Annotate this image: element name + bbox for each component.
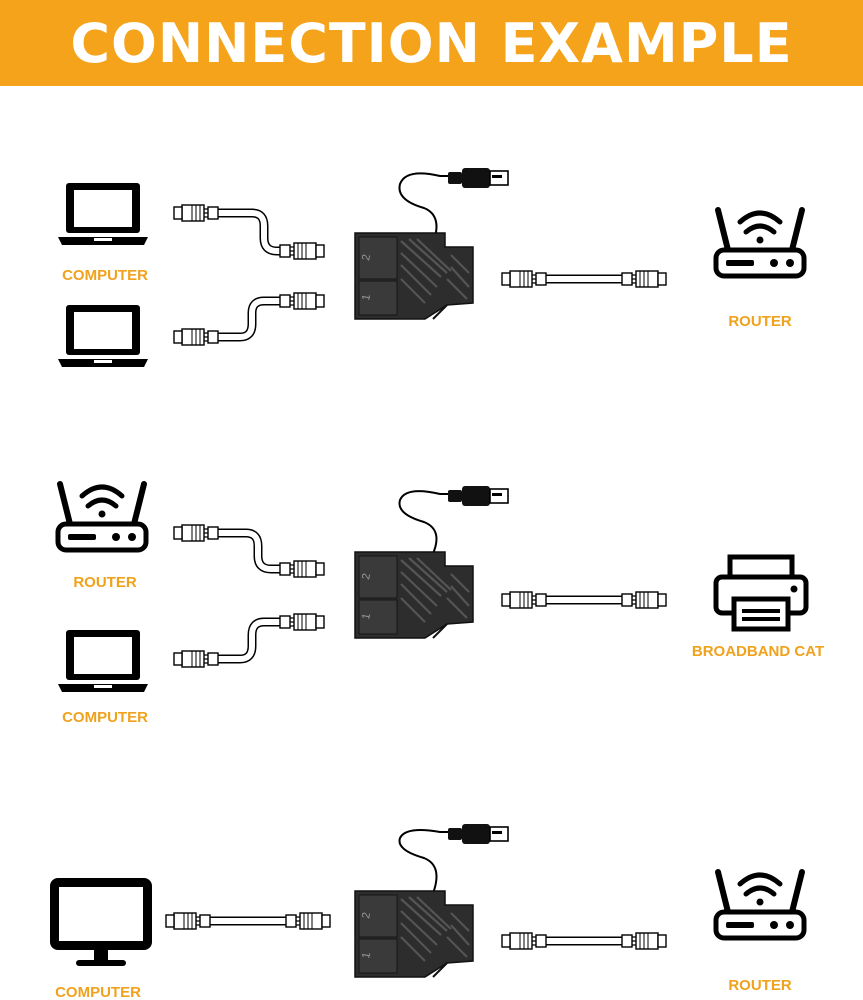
rj45-plug-icon xyxy=(173,328,219,346)
splitter-adapter xyxy=(353,550,475,640)
ethernet-cable xyxy=(165,912,331,930)
rj45-plug-icon xyxy=(501,591,547,609)
usb-power-cable xyxy=(398,823,509,897)
rj45-plug-icon xyxy=(165,912,211,930)
usb-plug-icon xyxy=(447,167,509,189)
rj45-plug-icon xyxy=(173,524,219,542)
splitter-adapter xyxy=(353,231,475,321)
rj45-plug-icon xyxy=(621,270,667,288)
laptop-icon xyxy=(58,630,148,692)
page-title: CONNECTION EXAMPLE xyxy=(70,11,793,75)
router-icon xyxy=(58,484,146,550)
rj45-plug-icon xyxy=(501,932,547,950)
rj45-plug-icon xyxy=(279,560,325,578)
device-label: ROUTER xyxy=(728,313,792,330)
ethernet-cable xyxy=(173,292,325,346)
router-icon xyxy=(716,872,804,938)
device-label: COMPUTER xyxy=(55,984,141,1000)
monitor-icon xyxy=(50,878,152,966)
device-label: ROUTER xyxy=(728,977,792,994)
usb-power-cable xyxy=(398,167,509,247)
laptop-icon xyxy=(58,183,148,245)
ethernet-cable xyxy=(173,613,325,668)
usb-plug-icon xyxy=(447,823,509,845)
rj45-plug-icon xyxy=(285,912,331,930)
example-2: ROUTER COMPUTER BROADBAND CAT xyxy=(58,484,824,726)
ethernet-cable xyxy=(173,204,325,260)
rj45-plug-icon xyxy=(279,242,325,260)
device-label: ROUTER xyxy=(73,574,137,591)
rj45-plug-icon xyxy=(279,613,325,631)
usb-plug-icon xyxy=(447,485,509,507)
ethernet-cable xyxy=(501,591,667,609)
ethernet-cable xyxy=(501,932,667,950)
example-1: COMPUTER ROUTER xyxy=(58,167,804,367)
rj45-plug-icon xyxy=(621,591,667,609)
ethernet-cable xyxy=(501,270,667,288)
device-label: COMPUTER xyxy=(62,267,148,284)
rj45-plug-icon xyxy=(501,270,547,288)
rj45-plug-icon xyxy=(279,292,325,310)
usb-power-cable xyxy=(398,485,509,557)
title-banner: CONNECTION EXAMPLE xyxy=(0,0,863,86)
rj45-plug-icon xyxy=(173,204,219,222)
laptop-icon xyxy=(58,305,148,367)
rj45-plug-icon xyxy=(621,932,667,950)
printer-icon xyxy=(716,557,806,629)
device-label: BROADBAND CAT xyxy=(692,643,824,660)
ethernet-cable xyxy=(173,524,325,578)
router-icon xyxy=(716,210,804,276)
example-3: COMPUTER ROUTER xyxy=(50,823,804,1000)
splitter-adapter xyxy=(353,889,475,979)
rj45-plug-icon xyxy=(173,650,219,668)
device-label: COMPUTER xyxy=(62,709,148,726)
